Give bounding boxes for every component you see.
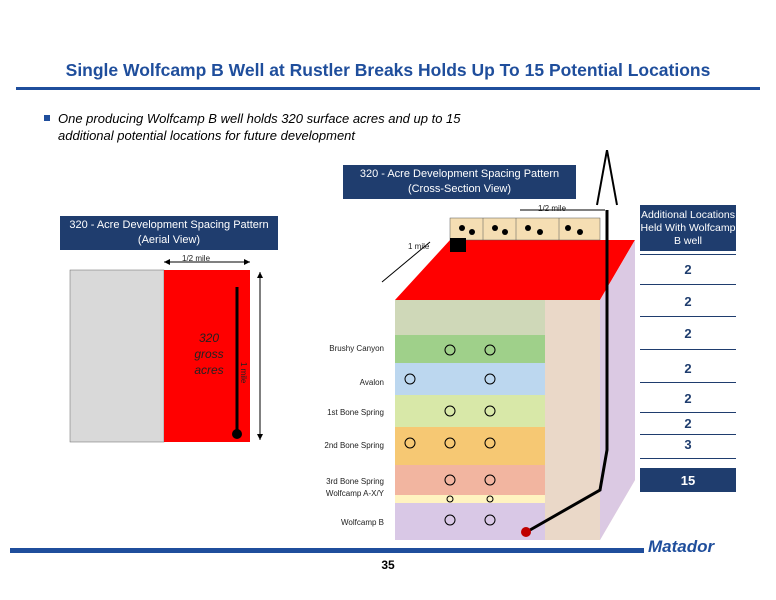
title-rule bbox=[16, 87, 760, 90]
row-line bbox=[640, 254, 736, 255]
footer-rule bbox=[10, 548, 644, 553]
row-line bbox=[640, 434, 736, 435]
additional-header-box: Additional Locations Held With Wolfcamp … bbox=[640, 205, 736, 251]
bullet-text: One producing Wolfcamp B well holds 320 … bbox=[58, 111, 461, 143]
total-box: 15 bbox=[640, 468, 736, 492]
layer-brushy-canyon: Brushy Canyon bbox=[329, 344, 384, 353]
row-line bbox=[640, 316, 736, 317]
cross-section-diagram bbox=[381, 150, 635, 540]
aerial-acres: 320 gross acres bbox=[194, 331, 224, 377]
aerial-label-box: 320 - Acre Development Spacing Pattern (… bbox=[60, 216, 278, 250]
count-avalon: 2 bbox=[684, 294, 692, 309]
count-brushy: 2 bbox=[684, 262, 692, 277]
row-line bbox=[640, 412, 736, 413]
total-count: 15 bbox=[680, 472, 696, 488]
page-number: 35 bbox=[381, 558, 395, 572]
cross-label: 320 - Acre Development Spacing Pattern (… bbox=[359, 168, 560, 195]
cross-one-mile: 1 mile bbox=[408, 242, 430, 251]
layer-avalon: Avalon bbox=[359, 378, 384, 387]
row-line bbox=[640, 458, 736, 459]
row-line bbox=[640, 349, 736, 350]
row-line bbox=[640, 284, 736, 285]
page-title: Single Wolfcamp B Well at Rustler Breaks… bbox=[65, 60, 711, 80]
row-line bbox=[640, 382, 736, 383]
additional-header: Additional Locations Held With Wolfcamp … bbox=[640, 208, 736, 247]
aerial-half-mile: 1/2 mile bbox=[182, 254, 211, 263]
layer-3rd-bone-spring: 3rd Bone Spring bbox=[326, 477, 384, 486]
layer-wolfcamp-a: Wolfcamp A-X/Y bbox=[325, 489, 384, 498]
aerial-view bbox=[69, 259, 263, 443]
layer-wolfcamp-b: Wolfcamp B bbox=[341, 518, 384, 527]
count-wolfcamp-b: 3 bbox=[684, 437, 692, 452]
bullet-icon bbox=[44, 115, 50, 121]
layer-2nd-bone-spring: 2nd Bone Spring bbox=[324, 441, 384, 450]
aerial-one-mile: 1 mile bbox=[239, 362, 248, 384]
aerial-grey-section bbox=[69, 269, 165, 443]
cross-label-box: 320 - Acre Development Spacing Pattern (… bbox=[343, 165, 576, 199]
count-wolfcamp-a: 2 bbox=[684, 416, 692, 431]
count-3rd-bone: 2 bbox=[684, 391, 692, 406]
count-2nd-bone: 2 bbox=[684, 361, 692, 376]
layer-1st-bone-spring: 1st Bone Spring bbox=[327, 408, 384, 417]
count-1st-bone: 2 bbox=[684, 326, 692, 341]
matador-logo: Matador bbox=[648, 537, 715, 556]
cross-half-mile: 1/2 mile bbox=[538, 204, 567, 213]
aerial-label: 320 - Acre Development Spacing Pattern (… bbox=[69, 219, 269, 246]
